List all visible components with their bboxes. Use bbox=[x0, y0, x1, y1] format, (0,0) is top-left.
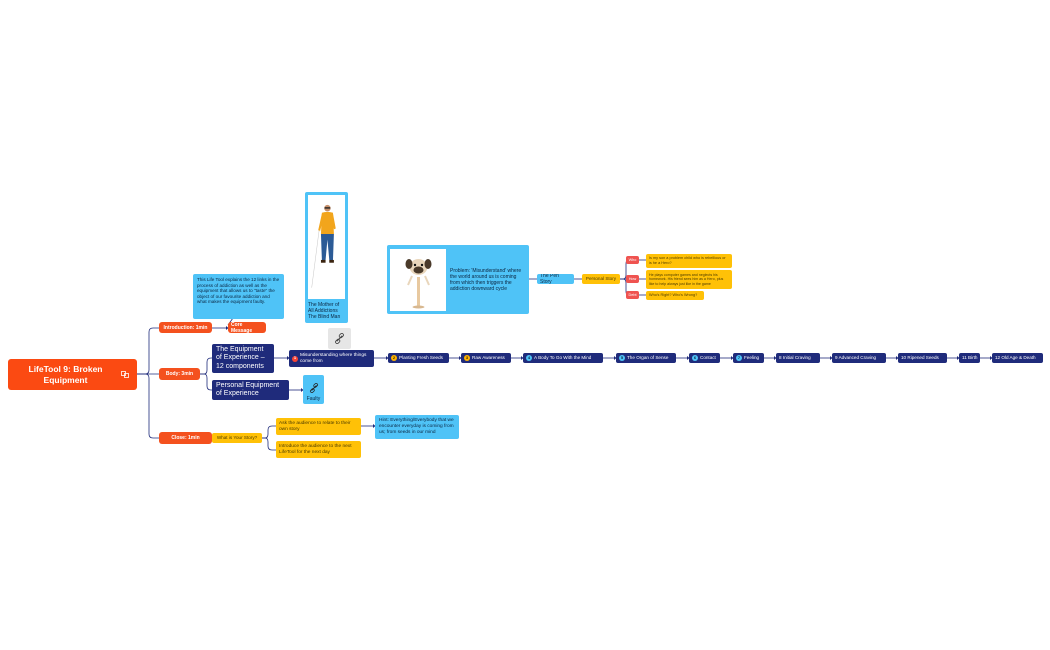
chain-link-4[interactable]: 4 A Body To Go With the Mind bbox=[523, 353, 603, 363]
chain-label: 10 Ripened Seeds bbox=[901, 355, 939, 361]
chain-link-1[interactable]: 1 Misunderstanding where things come fro… bbox=[289, 350, 374, 367]
chain-link-8[interactable]: 8 Initial Craving bbox=[776, 353, 820, 363]
step-badge: 7 bbox=[736, 354, 742, 361]
body-topic[interactable]: Body: 3min bbox=[159, 368, 200, 380]
chain-link-6[interactable]: 6 Contact bbox=[689, 353, 720, 363]
personal-equipment-topic[interactable]: Personal Equipment of Experience bbox=[212, 380, 289, 400]
step-badge: 1 bbox=[292, 355, 298, 362]
step-badge: 3 bbox=[464, 354, 470, 361]
chain-link-5[interactable]: 5 The Organ of Sense bbox=[616, 353, 676, 363]
chain-label: Contact bbox=[700, 355, 716, 361]
chain-label: Feeling bbox=[744, 355, 760, 361]
chain-link-11[interactable]: 11 Birth bbox=[959, 353, 980, 363]
problem-card[interactable]: Problem: 'Misunderstand' where the world… bbox=[387, 245, 529, 314]
question-right-wrong[interactable]: Who's Right? Who's Wrong? bbox=[646, 291, 704, 300]
root-topic[interactable]: LifeTool 9: Broken Equipment bbox=[8, 359, 137, 390]
chain-link-9[interactable]: 9 Advanced Craving bbox=[832, 353, 886, 363]
ask-audience-topic[interactable]: Ask the audience to relate to their own … bbox=[276, 418, 361, 435]
chain-label: Raw Awareness bbox=[472, 355, 505, 361]
chain-link-7[interactable]: 7 Feeling bbox=[733, 353, 764, 363]
core-message-topic[interactable]: Core Message bbox=[228, 322, 266, 333]
faulty-callout[interactable]: Faulty bbox=[303, 375, 324, 404]
who-tag[interactable]: Who bbox=[626, 256, 639, 264]
hint-callout[interactable]: Hint: Everything/Everybody that we encou… bbox=[375, 415, 459, 439]
intro-note[interactable]: This Life Tool explains the 12 links in … bbox=[193, 274, 284, 319]
problem-text: Problem: 'Misunderstand' where the world… bbox=[450, 267, 522, 292]
link-icon bbox=[309, 383, 318, 393]
debt-tag[interactable]: Debt bbox=[626, 291, 639, 299]
chain-label: 11 Birth bbox=[962, 355, 978, 361]
chain-link-3[interactable]: 3 Raw Awareness bbox=[461, 353, 511, 363]
step-badge: 4 bbox=[526, 354, 532, 361]
link-icon bbox=[335, 333, 344, 344]
group-icon bbox=[121, 371, 129, 378]
equipment-topic[interactable]: The Equipment of Experience – 12 compone… bbox=[212, 344, 274, 373]
personal-story-topic[interactable]: Personal Story bbox=[582, 274, 620, 284]
chain-label: 9 Advanced Craving bbox=[835, 355, 877, 361]
next-lifetool-topic[interactable]: Introduce the audience to the next LifeT… bbox=[276, 441, 361, 458]
link-chip[interactable] bbox=[328, 328, 351, 349]
chain-label: 8 Initial Craving bbox=[779, 355, 811, 361]
pug-pen-image bbox=[390, 248, 446, 311]
close-topic[interactable]: Close: 1min bbox=[159, 432, 212, 444]
chain-label: Misunderstanding where things come from bbox=[300, 352, 367, 364]
root-title: LifeTool 9: Broken Equipment bbox=[28, 364, 103, 385]
blind-man-image bbox=[308, 195, 345, 299]
pen-story-topic[interactable]: The Pen Story bbox=[537, 274, 574, 284]
question-hero[interactable]: Is my son a problem child who is rebelli… bbox=[646, 254, 732, 268]
step-badge: 5 bbox=[619, 354, 625, 361]
chain-link-2[interactable]: 2 Planting Fresh Seeds bbox=[388, 353, 449, 363]
blind-man-card[interactable]: The Mother of All Addictions The Blind M… bbox=[305, 192, 348, 323]
chain-label: Planting Fresh Seeds bbox=[399, 355, 443, 361]
your-story-topic[interactable]: What is Your Story? bbox=[212, 433, 262, 443]
faulty-label: Faulty bbox=[306, 396, 321, 402]
chain-link-10[interactable]: 10 Ripened Seeds bbox=[898, 353, 947, 363]
chain-link-12[interactable]: 12 Old Age & Death bbox=[992, 353, 1043, 363]
step-badge: 2 bbox=[391, 354, 397, 361]
how-tag[interactable]: How bbox=[626, 275, 639, 283]
question-games[interactable]: He plays computer games and neglects his… bbox=[646, 270, 732, 289]
step-badge: 6 bbox=[692, 354, 698, 361]
chain-label: A Body To Go With the Mind bbox=[534, 355, 592, 361]
intro-topic[interactable]: Introduction: 1min bbox=[159, 322, 212, 333]
chain-label: The Organ of Sense bbox=[627, 355, 669, 361]
mother-text: The Mother of All Addictions The Blind M… bbox=[308, 302, 341, 320]
chain-label: 12 Old Age & Death bbox=[995, 355, 1036, 361]
